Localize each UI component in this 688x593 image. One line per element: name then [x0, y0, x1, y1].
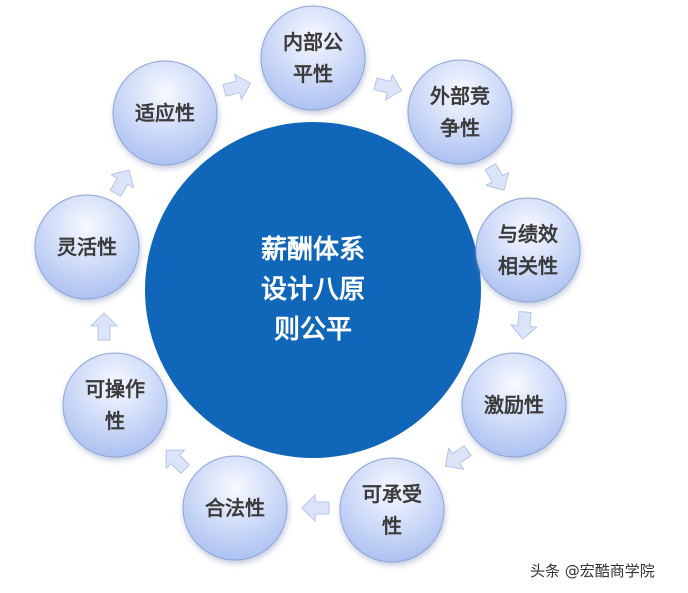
node-label: 外部竞 — [430, 84, 490, 108]
flow-arrow-icon — [301, 494, 330, 522]
node-flexibility: 灵活性 — [34, 194, 140, 300]
flow-arrow-icon — [445, 445, 472, 470]
node-circle — [182, 455, 288, 561]
node-legality: 合法性 — [182, 455, 288, 561]
flow-arrow-icon — [165, 449, 190, 474]
node-circle — [62, 352, 168, 458]
center-title-line: 设计八原 — [261, 275, 365, 305]
node-label: 适应性 — [135, 101, 195, 125]
node-label: 灵活性 — [57, 235, 117, 259]
center-title-line: 则公平 — [274, 315, 352, 345]
flow-arrow-icon — [109, 169, 135, 197]
flow-arrow-icon — [90, 312, 118, 341]
node-adaptability: 适应性 — [112, 60, 218, 166]
node-label: 可承受 — [362, 482, 422, 506]
node-circle — [339, 457, 445, 563]
node-label: 平性 — [293, 62, 333, 86]
node-label: 合法性 — [205, 496, 265, 520]
node-circle — [475, 197, 581, 303]
node-label: 相关性 — [498, 254, 558, 278]
flow-arrow-icon — [510, 311, 538, 340]
node-circle — [112, 60, 218, 166]
node-label: 性 — [382, 514, 402, 538]
node-label: 内部公 — [283, 30, 343, 54]
node-label: 与绩效 — [498, 222, 558, 246]
node-circle — [34, 194, 140, 300]
flow-arrow-icon — [373, 74, 403, 101]
node-circle — [407, 59, 513, 165]
flow-arrow-icon — [222, 73, 252, 100]
watermark-text: 头条 @宏酷商学院 — [530, 562, 655, 580]
flow-arrow-icon — [484, 163, 510, 191]
node-label: 争性 — [440, 116, 480, 140]
center-circle — [145, 122, 481, 458]
center-title-line: 薪酬体系 — [261, 235, 365, 265]
node-label: 性 — [105, 409, 125, 433]
node-label: 激励性 — [484, 393, 544, 417]
node-circle — [461, 352, 567, 458]
node-circle — [260, 5, 366, 111]
node-incentive: 激励性 — [461, 352, 567, 458]
node-label: 可操作 — [85, 377, 145, 401]
